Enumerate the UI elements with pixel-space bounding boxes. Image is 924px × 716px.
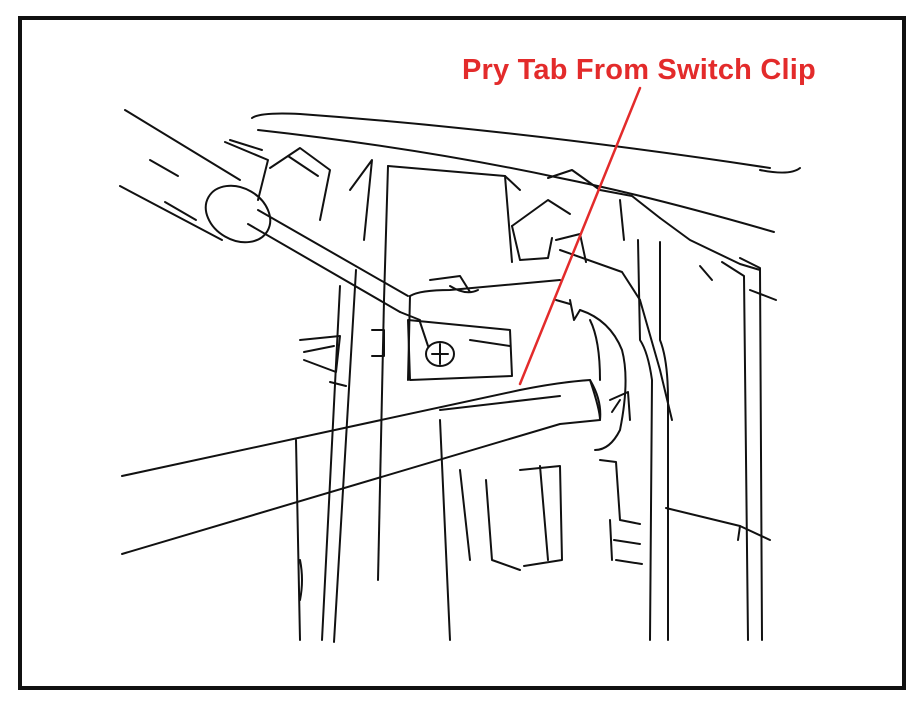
callout-leader bbox=[518, 86, 642, 386]
switch-body bbox=[269, 147, 561, 643]
callout-label: Pry Tab From Switch Clip bbox=[462, 54, 816, 86]
upper-screwdriver bbox=[119, 109, 421, 321]
pry-tool bbox=[121, 379, 602, 555]
housing-top-edge bbox=[251, 112, 771, 169]
switch-clip bbox=[511, 169, 777, 641]
housing-top-edge-inner bbox=[257, 129, 775, 233]
screw-head bbox=[425, 341, 455, 367]
